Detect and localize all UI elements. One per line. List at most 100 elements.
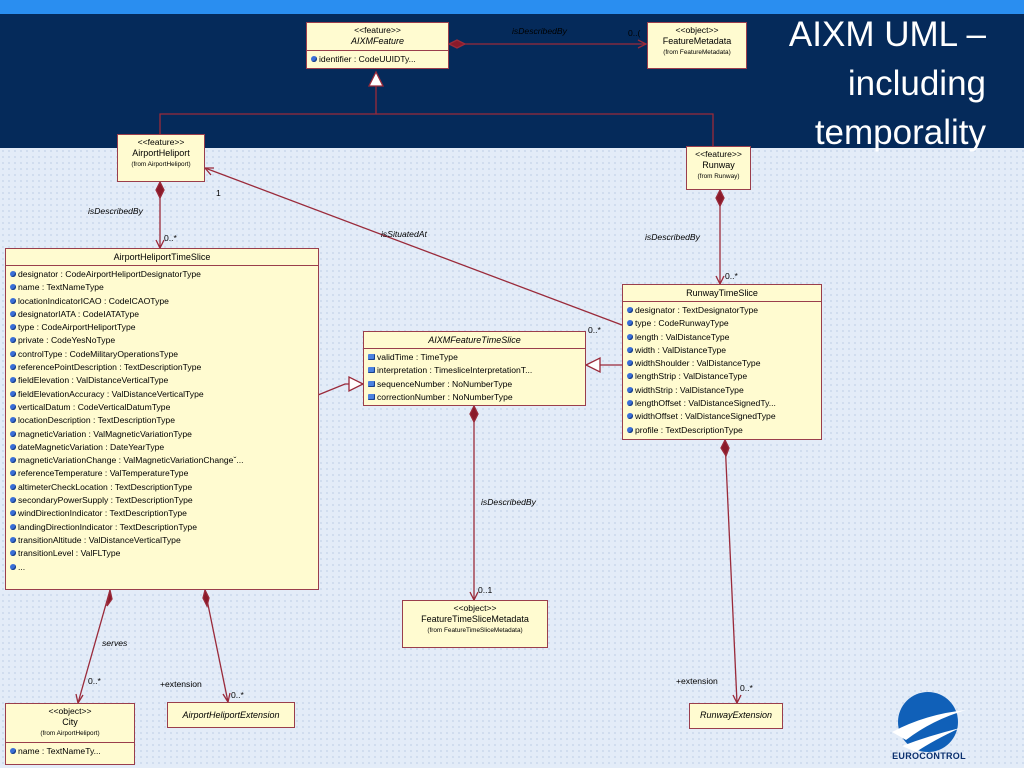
class-airport-heliport-time-slice[interactable]: AirportHeliportTimeSlice designator : Co…: [5, 248, 319, 590]
class-aixm-feature[interactable]: <<feature>> AIXMFeature identifier : Cod…: [306, 22, 449, 69]
attribute-icon: [10, 536, 16, 543]
attribute-icon: [10, 271, 16, 277]
attribute-icon: [627, 386, 633, 393]
class-airport-heliport-extension[interactable]: AirportHeliportExtension: [167, 702, 295, 728]
class-runway-extension[interactable]: RunwayExtension: [689, 703, 783, 729]
class-attribute: referenceTemperature : ValTemperatureTyp…: [10, 467, 315, 480]
title-line-1: AIXM UML –: [788, 15, 986, 54]
ftsm-name: FeatureTimeSliceMetadata: [421, 614, 529, 624]
class-attribute: fieldElevation : ValDistanceVerticalType: [10, 374, 315, 387]
attribute-icon: [10, 417, 16, 424]
feature-metadata-stereotype: <<object>>: [675, 25, 719, 35]
class-attribute: type : CodeAirportHeliportType: [10, 321, 315, 334]
generalization-runway-line: [376, 113, 714, 146]
attribute-icon: [368, 393, 375, 400]
aixm-feature-stereotype: <<feature>>: [354, 25, 401, 35]
class-attribute: magneticVariationChange : ValMagneticVar…: [10, 454, 315, 467]
class-feature-metadata[interactable]: <<object>> FeatureMetadata (from Feature…: [647, 22, 747, 69]
generalization-airport-line: [159, 86, 377, 134]
ah-extension-name: AirportHeliportExtension: [182, 710, 280, 720]
class-attribute: lengthStrip : ValDistanceType: [627, 370, 818, 383]
class-attribute: name : TextNameType: [10, 281, 315, 294]
attribute-icon: [627, 307, 633, 313]
class-attribute: locationDescription : TextDescriptionTyp…: [10, 414, 315, 427]
attribute-icon: [10, 337, 16, 344]
runway-extension-link: [724, 439, 738, 704]
fts-composition-diamond: [469, 404, 479, 424]
attribute-icon: [627, 320, 633, 327]
label-runway-extension: +extension: [676, 676, 718, 686]
title-line-2: including: [847, 64, 986, 103]
eurocontrol-logo-text: EUROCONTROL: [892, 751, 966, 761]
attribute-text: landingDirectionIndicator : TextDescript…: [18, 521, 197, 532]
class-attribute: designator : CodeAirportHeliportDesignat…: [10, 268, 315, 281]
attribute-text: widthShoulder : ValDistanceType: [635, 358, 761, 369]
runway-extension-diamond: [720, 438, 730, 458]
attribute-icon: [10, 748, 16, 754]
class-aixm-feature-time-slice[interactable]: AIXMFeatureTimeSlice validTime : TimeTyp…: [363, 331, 586, 406]
attribute-text: validTime : TimeType: [377, 352, 458, 362]
airport-heliport-origin: (from AirportHeliport): [131, 161, 191, 168]
ftsm-origin: (from FeatureTimeSliceMetadata): [427, 627, 523, 634]
attribute-text: width : ValDistanceType: [635, 344, 727, 355]
label-serves: serves: [102, 638, 128, 648]
mult-feature-metadata: 0..(: [628, 28, 641, 38]
attribute-text: type : CodeAirportHeliportType: [18, 322, 136, 333]
runway-extension-name: RunwayExtension: [699, 710, 773, 720]
mult-runway-timeslice: 0..*: [725, 271, 738, 281]
attribute-icon: [10, 310, 16, 317]
class-city[interactable]: <<object>> City (from AirportHeliport) n…: [5, 703, 135, 765]
city-stereotype: <<object>>: [48, 706, 92, 716]
class-attribute: landingDirectionIndicator : TextDescript…: [10, 521, 315, 534]
class-airport-heliport[interactable]: <<feature>> AirportHeliport (from Airpor…: [117, 134, 205, 182]
attribute-text: transitionLevel : ValFLType: [18, 548, 121, 559]
ah-composition-diamond: [155, 180, 165, 200]
attribute-text: lengthStrip : ValDistanceType: [635, 371, 748, 382]
class-runway[interactable]: <<feature>> Runway (from Runway): [686, 146, 751, 190]
eurocontrol-logo: [892, 692, 966, 752]
class-attribute: altimeterCheckLocation : TextDescription…: [10, 481, 315, 494]
attribute-text: ...: [18, 561, 26, 572]
class-runway-time-slice[interactable]: RunwayTimeSlice designator : TextDesigna…: [622, 284, 822, 440]
attribute-icon: [10, 483, 16, 490]
class-attribute: secondaryPowerSupply : TextDescriptionTy…: [10, 494, 315, 507]
attribute-icon: [368, 354, 375, 360]
label-feature-described-by: isDescribedBy: [512, 26, 567, 36]
generalization-arrowhead: [367, 70, 385, 87]
attribute-text: sequenceNumber : NoNumberType: [377, 378, 513, 389]
feature-metadata-origin: (from FeatureMetadata): [663, 49, 731, 56]
runway-composition-diamond: [715, 188, 725, 208]
class-attribute: fieldElevationAccuracy : ValDistanceVert…: [10, 388, 315, 401]
attribute-text: locationIndicatorICAO : CodeICAOType: [18, 295, 169, 306]
class-feature-time-slice-metadata[interactable]: <<object>> FeatureTimeSliceMetadata (fro…: [402, 600, 548, 648]
class-attribute: identifier : CodeUUIDTy...: [311, 53, 445, 66]
class-attribute: verticalDatum : CodeVerticalDatumType: [10, 401, 315, 414]
attribute-icon: [627, 400, 633, 407]
slide-title: AIXM UML – including temporality: [686, 10, 986, 157]
mult-runway-extension: 0..*: [740, 683, 753, 693]
class-attribute: validTime : TimeType: [368, 351, 582, 364]
attribute-text: lengthOffset : ValDistanceSignedTy...: [635, 398, 776, 409]
class-attribute: widthOffset : ValDistanceSignedType: [627, 410, 818, 423]
class-attribute: profile : TextDescriptionType: [627, 424, 818, 437]
attribute-icon: [627, 373, 633, 380]
attribute-icon: [10, 443, 16, 450]
class-attribute: widthStrip : ValDistanceType: [627, 384, 818, 397]
ah-extension-link: [204, 589, 229, 703]
attribute-icon: [10, 377, 16, 384]
aixm-feature-name: AIXMFeature: [350, 36, 405, 46]
slide-header: [0, 14, 1024, 148]
title-line-3: temporality: [814, 113, 986, 152]
class-attribute: ...: [10, 561, 315, 574]
attribute-text: correctionNumber : NoNumberType: [377, 391, 513, 402]
attribute-text: designatorIATA : CodeIATAType: [18, 308, 140, 319]
attribute-text: controlType : CodeMilitaryOperationsType: [18, 348, 179, 359]
mult-situated-one: 1: [216, 188, 221, 198]
class-attribute: transitionLevel : ValFLType: [10, 547, 315, 560]
attribute-text: magneticVariationChange : ValMagneticVar…: [18, 455, 244, 466]
attribute-icon: [368, 367, 375, 374]
attribute-icon: [368, 380, 375, 387]
class-attribute: width : ValDistanceType: [627, 344, 818, 357]
attribute-icon: [10, 430, 16, 437]
